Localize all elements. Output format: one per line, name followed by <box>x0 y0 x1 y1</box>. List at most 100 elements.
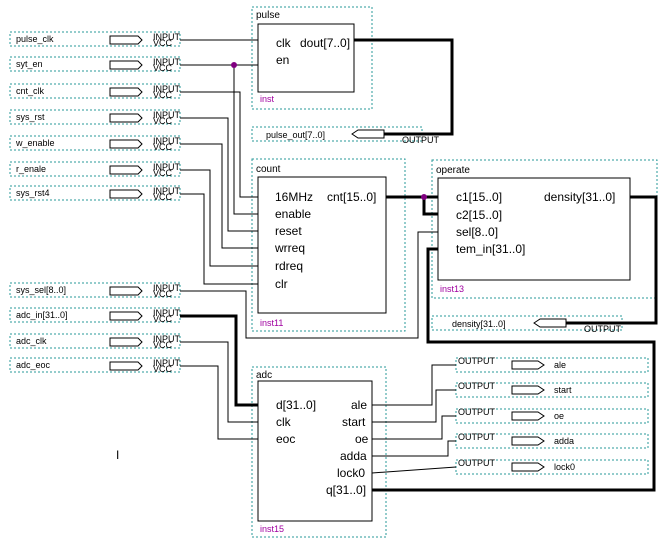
count-frame <box>251 158 406 332</box>
input-pin-adc-in[interactable]: adc_in[31..0] INPUT VCC <box>9 307 181 324</box>
svg-text:OUTPUT: OUTPUT <box>458 356 496 366</box>
svg-text:VCC: VCC <box>153 192 173 202</box>
input-pin-sys-rst[interactable]: sys_rst INPUT VCC <box>9 109 181 126</box>
input-pin-cnt-clk[interactable]: cnt_clk INPUT VCC <box>9 83 181 100</box>
count-port-reset: reset <box>275 224 302 238</box>
svg-text:sys_rst: sys_rst <box>16 112 45 122</box>
output-pin-ale[interactable]: OUTPUT ale <box>455 356 649 373</box>
count-port-cnt: cnt[15..0] <box>327 190 376 204</box>
svg-text:INPUT: INPUT <box>153 84 181 94</box>
input-pin-r-enale[interactable]: r_enale INPUT VCC <box>9 161 181 178</box>
pulse-port-clk: clk <box>276 36 292 50</box>
svg-text:VCC: VCC <box>153 63 173 73</box>
adc-block[interactable] <box>257 380 373 522</box>
adc-title: adc <box>256 370 272 381</box>
svg-text:INPUT: INPUT <box>153 334 181 344</box>
adc-port-eoc: eoc <box>276 432 295 446</box>
svg-text:density[31..0]: density[31..0] <box>452 319 506 329</box>
pulse-block[interactable] <box>257 23 355 93</box>
count-block[interactable] <box>257 176 387 314</box>
svg-text:adda: adda <box>554 436 574 446</box>
svg-text:OUTPUT: OUTPUT <box>458 458 496 468</box>
input-pin-adc-clk[interactable]: adc_clk INPUT VCC <box>9 333 181 350</box>
adc-port-clk: clk <box>276 415 292 429</box>
svg-text:OUTPUT: OUTPUT <box>458 407 496 417</box>
adc-port-lock0: lock0 <box>337 466 365 480</box>
operate-inst: inst13 <box>440 284 464 294</box>
svg-text:adc_in[31..0]: adc_in[31..0] <box>16 310 68 320</box>
output-pin-adda[interactable]: OUTPUT adda <box>455 432 649 449</box>
pulse-title: pulse <box>256 10 280 21</box>
count-port-wrreq: wrreq <box>274 241 305 255</box>
input-pin-pulse-clk[interactable]: pulse_clk INPUT VCC <box>9 31 181 48</box>
svg-text:cnt_clk: cnt_clk <box>16 86 45 96</box>
output-pin-oe[interactable]: OUTPUT oe <box>455 407 649 424</box>
output-pin-pulse-out[interactable]: pulse_out[7..0] OUTPUT <box>251 126 440 145</box>
input-pin-sys-sel[interactable]: sys_sel[8..0] INPUT VCC <box>9 282 181 299</box>
output-pin-start[interactable]: OUTPUT start <box>455 381 649 398</box>
svg-text:adc_eoc: adc_eoc <box>16 360 51 370</box>
operate-title: operate <box>436 165 470 176</box>
svg-text:OUTPUT: OUTPUT <box>458 432 496 442</box>
svg-text:ale: ale <box>554 360 566 370</box>
operate-port-density: density[31..0] <box>544 190 615 204</box>
pulse-inst: inst <box>260 94 275 104</box>
output-pin-density[interactable]: density[31..0] OUTPUT <box>431 315 623 334</box>
svg-text:lock0: lock0 <box>554 462 575 472</box>
cursor-mark: I <box>116 448 119 462</box>
adc-port-q: q[31..0] <box>326 483 366 497</box>
input-pin-sys-rst4[interactable]: sys_rst4 INPUT VCC <box>9 185 181 202</box>
junction-cnt <box>421 194 427 200</box>
svg-text:INPUT: INPUT <box>153 283 181 293</box>
input-pin-w-enable[interactable]: w_enable INPUT VCC <box>9 135 181 152</box>
svg-text:INPUT: INPUT <box>153 186 181 196</box>
count-port-16mhz: 16MHz <box>275 190 313 204</box>
svg-text:adc_clk: adc_clk <box>16 336 47 346</box>
operate-port-sel: sel[8..0] <box>456 225 498 239</box>
svg-text:INPUT: INPUT <box>153 32 181 42</box>
svg-text:INPUT: INPUT <box>153 136 181 146</box>
pulse-port-dout: dout[7..0] <box>300 36 350 50</box>
operate-port-c2: c2[15..0] <box>456 208 502 222</box>
svg-text:VCC: VCC <box>153 168 173 178</box>
pulse-frame <box>251 6 373 110</box>
svg-text:VCC: VCC <box>153 289 173 299</box>
svg-text:VCC: VCC <box>153 38 173 48</box>
svg-text:INPUT: INPUT <box>153 57 181 67</box>
operate-port-tem-in: tem_in[31..0] <box>456 242 525 256</box>
svg-text:INPUT: INPUT <box>153 358 181 368</box>
count-port-enable: enable <box>275 207 311 221</box>
count-title: count <box>256 164 281 175</box>
adc-port-start: start <box>342 415 366 429</box>
svg-text:r_enale: r_enale <box>16 164 46 174</box>
svg-text:INPUT: INPUT <box>153 110 181 120</box>
svg-text:VCC: VCC <box>153 314 173 324</box>
svg-text:OUTPUT: OUTPUT <box>402 135 440 145</box>
operate-port-c1: c1[15..0] <box>456 190 502 204</box>
count-port-rdreq: rdreq <box>275 259 303 273</box>
svg-text:start: start <box>554 385 572 395</box>
svg-text:pulse_clk: pulse_clk <box>16 34 54 44</box>
count-inst: inst11 <box>260 318 283 328</box>
svg-text:pulse_out[7..0]: pulse_out[7..0] <box>266 130 325 140</box>
input-pin-syt-en[interactable]: syt_en INPUT VCC <box>9 56 181 73</box>
junction-syt-en <box>231 62 237 68</box>
svg-text:syt_en: syt_en <box>16 59 43 69</box>
adc-port-oe: oe <box>355 432 369 446</box>
adc-port-d: d[31..0] <box>276 398 316 412</box>
input-pin-adc-eoc[interactable]: adc_eoc INPUT VCC <box>9 357 181 374</box>
svg-text:VCC: VCC <box>153 142 173 152</box>
svg-text:VCC: VCC <box>153 116 173 126</box>
operate-block[interactable] <box>437 177 631 281</box>
output-pin-lock0[interactable]: OUTPUT lock0 <box>455 458 649 475</box>
svg-text:oe: oe <box>554 411 564 421</box>
buses <box>180 38 658 492</box>
svg-text:VCC: VCC <box>153 364 173 374</box>
svg-text:w_enable: w_enable <box>15 138 55 148</box>
wires <box>180 39 457 474</box>
svg-text:VCC: VCC <box>153 340 173 350</box>
svg-text:VCC: VCC <box>153 90 173 100</box>
pulse-port-en: en <box>276 53 289 67</box>
count-port-clr: clr <box>275 277 288 291</box>
